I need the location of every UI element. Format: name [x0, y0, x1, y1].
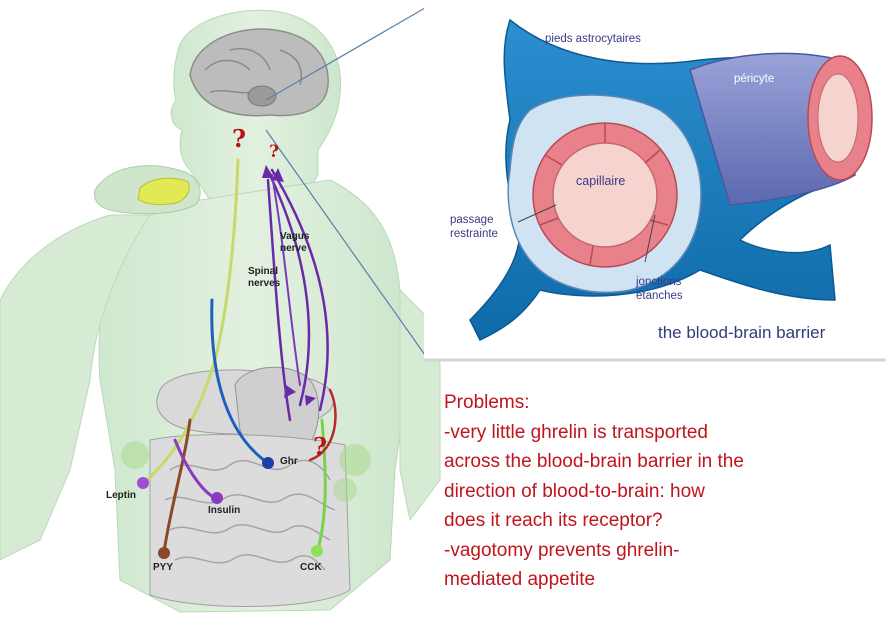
problems-line-6: -vagotomy prevents ghrelin-: [444, 536, 874, 566]
vagus-line1: Vagus: [280, 231, 309, 243]
jonctions-line2: étanches: [636, 289, 683, 303]
question-mark-hypothalamus: ?: [269, 142, 279, 162]
bbb-caption: the blood-brain barrier: [658, 323, 825, 343]
problems-line-3: across the blood-brain barrier in the: [444, 447, 874, 477]
problems-line-1: Problems:: [444, 388, 874, 418]
problems-line-2: -very little ghrelin is transported: [444, 418, 874, 448]
spinal-line1: Spinal: [248, 266, 280, 278]
pieds-astrocytaires-label: pieds astrocytaires: [545, 32, 641, 46]
problems-line-4: direction of blood-to-brain: how: [444, 477, 874, 507]
spinal-line2: nerves: [248, 278, 280, 290]
passage-line1: passage: [450, 213, 498, 227]
capillaire-label: capillaire: [576, 174, 625, 188]
pericyte-label: péricyte: [734, 72, 774, 86]
jonctions-line1: jonctions: [636, 275, 683, 289]
problems-text: Problems: -very little ghrelin is transp…: [444, 388, 874, 595]
passage-restrainte-label: passage restrainte: [450, 213, 498, 241]
cck-label: CCK: [300, 562, 322, 574]
question-mark-stomach: ?: [313, 432, 327, 461]
vagus-nerve-label: Vagus nerve: [280, 231, 309, 255]
spinal-nerves-label: Spinal nerves: [248, 266, 280, 290]
vagus-line2: nerve: [280, 243, 309, 255]
passage-line2: restrainte: [450, 227, 498, 241]
problems-line-5: does it reach its receptor?: [444, 506, 874, 536]
insulin-label: Insulin: [208, 505, 240, 517]
problems-line-7: mediated appetite: [444, 565, 874, 595]
leptin-label: Leptin: [106, 490, 136, 502]
bbb-inset: [424, 0, 886, 360]
jonctions-etanches-label: jonctions étanches: [636, 275, 683, 303]
ghr-label: Ghr: [280, 456, 298, 468]
pyy-label: PYY: [153, 562, 173, 574]
question-mark-brain: ?: [232, 124, 246, 153]
